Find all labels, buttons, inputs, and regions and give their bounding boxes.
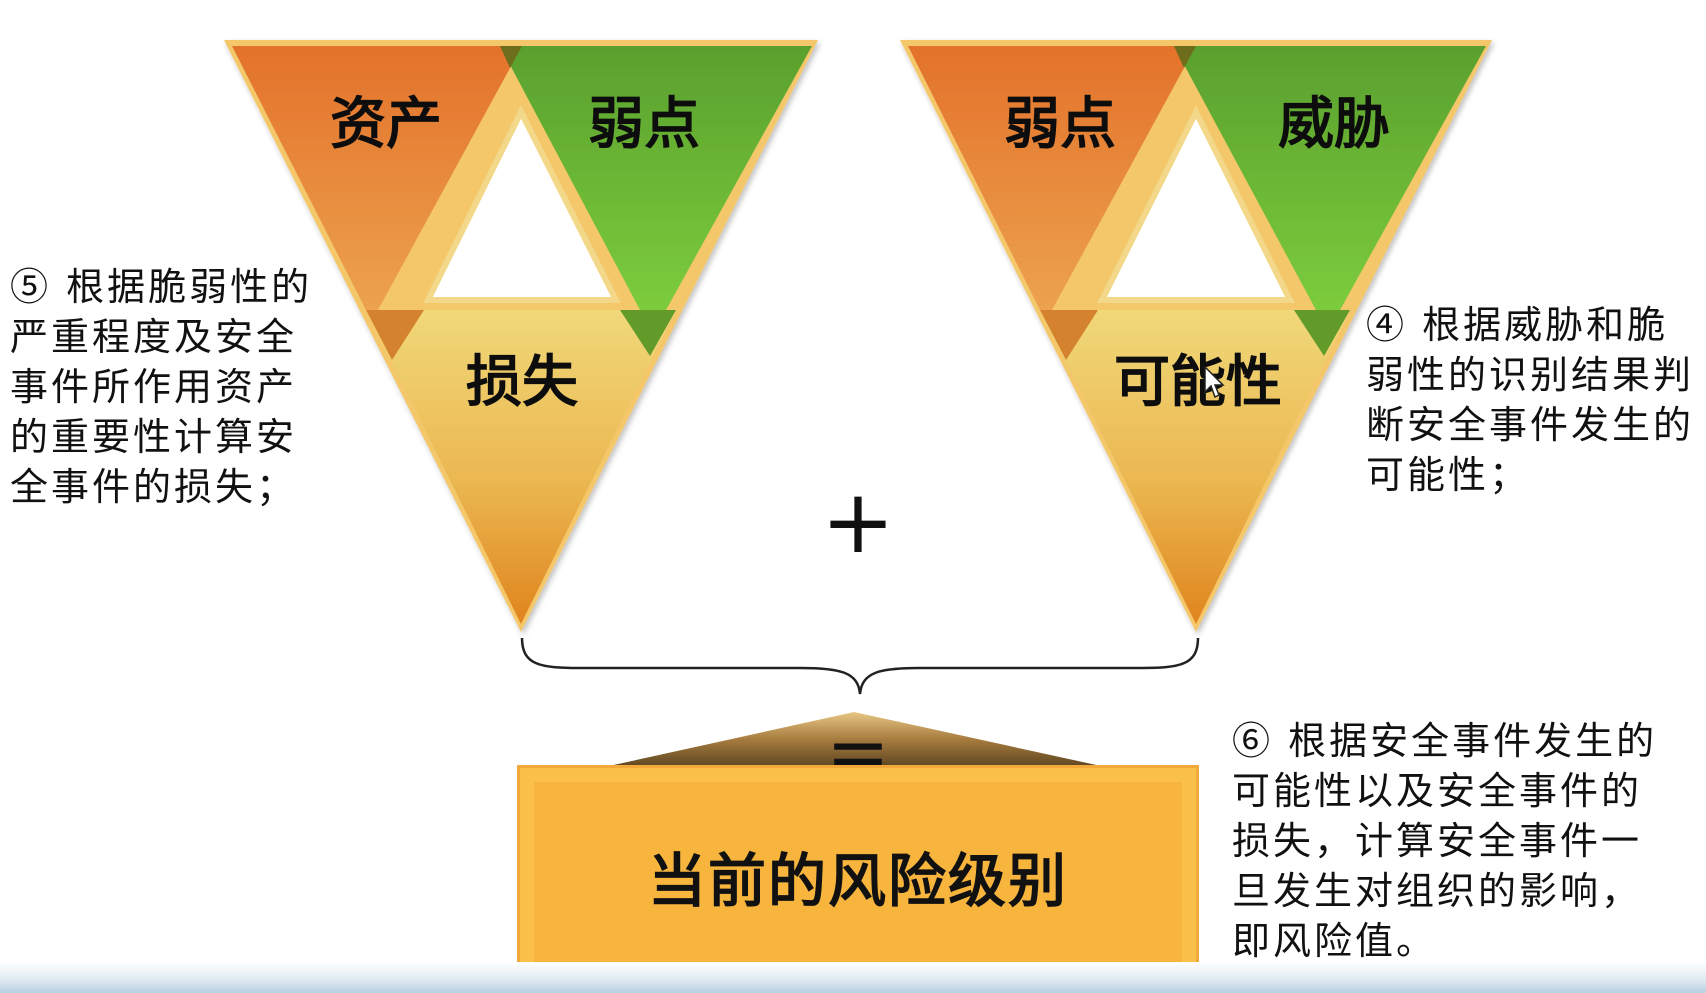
right-overlap-top (1174, 46, 1196, 68)
left-asset-label: 资产 (330, 92, 442, 157)
note-step4: ④ 根据威胁和脆 弱性的识别结果判 断安全事件发生的 可能性； (1366, 300, 1694, 500)
plus-sign: + (821, 470, 895, 573)
left-overlap-top (500, 46, 522, 68)
right-threat-segment (1174, 46, 1486, 310)
note-step5: ⑤ 根据脆弱性的 严重程度及安全 事件所作用资产 的重要性计算安 全事件的损失； (10, 262, 312, 512)
right-triangle: 弱点 威胁 可能性 (900, 40, 1492, 632)
right-center-hole (1097, 105, 1295, 303)
note-step4-line: 弱性的识别结果判 (1366, 353, 1695, 397)
right-likelihood-segment (1040, 310, 1350, 624)
left-weakness-label: 弱点 (588, 92, 700, 157)
right-overlap-right (1294, 310, 1350, 356)
result-label: 当前的风险级别 (647, 846, 1068, 915)
left-loss-label: 损失 (466, 350, 579, 415)
right-weakness-label: 弱点 (1004, 92, 1116, 157)
right-threat-label: 威胁 (1278, 92, 1390, 157)
note-step4-line: ④ 根据威胁和脆 (1366, 303, 1669, 347)
right-overlap-left (1040, 310, 1098, 360)
left-asset-segment (232, 46, 522, 310)
note-step5-line: 的重要性计算安 (10, 415, 298, 459)
left-triangle: 资产 弱点 损失 (224, 40, 818, 632)
note-step6-line: 即风险值。 (1232, 919, 1438, 963)
bottom-bar (0, 962, 1706, 993)
note-step4-line: 可能性； (1366, 453, 1531, 497)
mouse-cursor-icon (1204, 366, 1225, 399)
left-overlap-right (620, 310, 676, 356)
note-step5-line: 严重程度及安全 (10, 315, 298, 359)
note-step6-line: 旦发生对组织的影响， (1232, 869, 1643, 913)
result-box: 当前的风险级别 (517, 765, 1199, 986)
roof-shape (600, 712, 1110, 768)
note-step6-line: 可能性以及安全事件的 (1232, 769, 1643, 813)
note-step6: ⑥ 根据安全事件发生的 可能性以及安全事件的 损失，计算安全事件一 旦发生对组织… (1232, 716, 1657, 966)
right-weakness-segment (908, 46, 1196, 310)
note-step6-line: ⑥ 根据安全事件发生的 (1232, 719, 1658, 763)
curly-brace (520, 637, 1200, 695)
note-step5-line: 全事件的损失； (10, 465, 298, 509)
note-step4-line: 断安全事件发生的 (1366, 403, 1695, 447)
note-step5-line: 事件所作用资产 (10, 365, 298, 409)
left-center-hole (423, 105, 621, 303)
left-overlap-left (366, 310, 424, 360)
note-step5-line: ⑤ 根据脆弱性的 (10, 265, 313, 309)
note-step6-line: 损失，计算安全事件一 (1232, 819, 1643, 863)
left-weakness-segment (500, 46, 812, 310)
right-likelihood-label: 可能性 (1114, 350, 1282, 415)
left-loss-segment (366, 310, 676, 624)
